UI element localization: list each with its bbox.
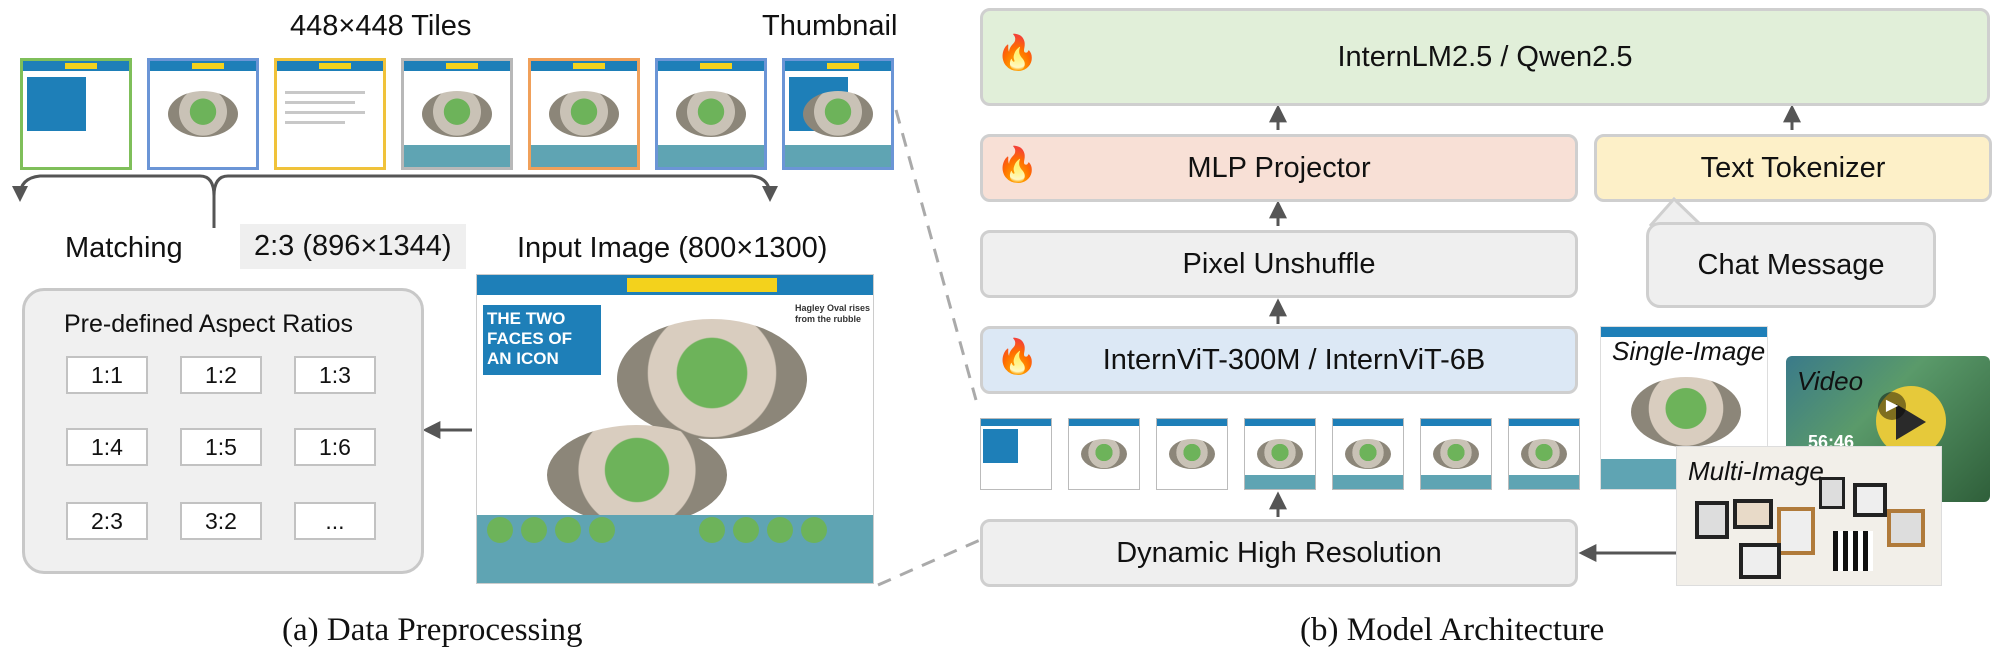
chat-message-label: Chat Message xyxy=(1697,248,1885,281)
aspect-ratio-option: 1:3 xyxy=(294,356,376,394)
dhr-box: Dynamic High Resolution xyxy=(980,519,1578,587)
aspect-ratio-option: 3:2 xyxy=(180,502,262,540)
image-tile xyxy=(528,58,640,170)
aspect-ratio-option: 1:1 xyxy=(66,356,148,394)
strip-tile xyxy=(1244,418,1316,490)
llm-box: InternLM2.5 / Qwen2.5 xyxy=(980,8,1990,106)
tokenizer-label: Text Tokenizer xyxy=(1700,151,1886,184)
vit-label: InternViT-300M / InternViT-6B xyxy=(1102,343,1486,376)
poster-stadium-secondary xyxy=(547,425,727,525)
image-tile xyxy=(401,58,513,170)
tiles-title: 448×448 Tiles xyxy=(290,10,472,42)
caption-preprocessing: (a) Data Preprocessing xyxy=(282,612,583,648)
thumbnail-tile xyxy=(782,58,894,170)
trainable-flame-icon-vit: 🔥 xyxy=(996,338,1039,376)
mlp-box: MLP Projector xyxy=(980,134,1578,202)
matched-ratio: 2:3 (896×1344) xyxy=(240,224,466,269)
dashed-link-2 xyxy=(877,538,981,587)
strip-tile xyxy=(980,418,1052,490)
split-arrow xyxy=(18,174,772,197)
tokenizer-box: Text Tokenizer xyxy=(1594,134,1992,202)
multi-image-label: Multi-Image xyxy=(1688,456,1824,486)
unshuffle-label: Pixel Unshuffle xyxy=(1182,247,1376,280)
strip-tile xyxy=(1508,418,1580,490)
strip-tile xyxy=(1156,418,1228,490)
matching-label: Matching xyxy=(65,232,183,264)
aspect-ratio-option: 1:5 xyxy=(180,428,262,466)
single-image-label: Single-Image xyxy=(1612,336,1766,366)
image-tile xyxy=(147,58,259,170)
input-image-label: Input Image (800×1300) xyxy=(517,232,828,264)
poster-stadium-main xyxy=(617,319,807,439)
image-tile xyxy=(274,58,386,170)
aspect-ratio-option: ... xyxy=(294,502,376,540)
poster-headline: THE TWO FACES OF AN ICON xyxy=(483,305,601,375)
trainable-flame-icon-llm: 🔥 xyxy=(996,34,1039,72)
aspect-ratio-option: 2:3 xyxy=(66,502,148,540)
strip-tile xyxy=(1068,418,1140,490)
aspect-ratio-option: 1:4 xyxy=(66,428,148,466)
dashed-link-1 xyxy=(894,109,978,401)
strip-tile xyxy=(1332,418,1404,490)
dhr-label: Dynamic High Resolution xyxy=(1116,536,1442,569)
poster-footer-circles xyxy=(487,517,867,543)
image-tile xyxy=(20,58,132,170)
trainable-flame-icon-mlp: 🔥 xyxy=(996,146,1039,184)
multi-image-thumb xyxy=(1676,446,1942,586)
input-image: THE TWO FACES OF AN ICON Hagley Oval ris… xyxy=(476,274,874,584)
poster-side-headline: Hagley Oval rises from the rubble xyxy=(795,303,871,324)
chat-message-box: Chat Message xyxy=(1646,222,1936,308)
strip-tile xyxy=(1420,418,1492,490)
unshuffle-box: Pixel Unshuffle xyxy=(980,230,1578,298)
aspect-ratio-option: 1:6 xyxy=(294,428,376,466)
thumbnail-label: Thumbnail xyxy=(762,10,898,42)
llm-label: InternLM2.5 / Qwen2.5 xyxy=(1337,40,1633,73)
video-thumb xyxy=(1786,356,1990,502)
mlp-label: MLP Projector xyxy=(1187,151,1371,184)
image-tile xyxy=(655,58,767,170)
aspect-ratio-option: 1:2 xyxy=(180,356,262,394)
aspect-ratio-title: Pre-defined Aspect Ratios xyxy=(64,310,354,338)
video-label: Video xyxy=(1797,366,1864,396)
caption-architecture: (b) Model Architecture xyxy=(1300,612,1605,648)
vit-box: InternViT-300M / InternViT-6B xyxy=(980,326,1578,394)
chat-bubble-tail xyxy=(1648,196,1704,226)
poster-header-band xyxy=(627,278,777,292)
video-play-icon: ▶ xyxy=(1878,392,1906,420)
